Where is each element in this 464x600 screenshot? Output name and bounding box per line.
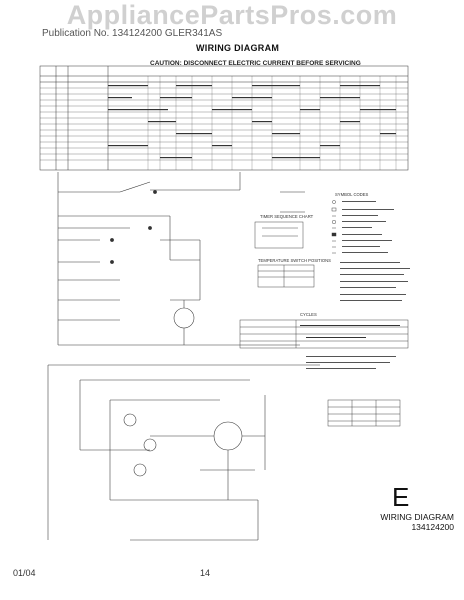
watermark: AppliancePartsPros.com xyxy=(66,0,398,30)
page-number: 14 xyxy=(200,568,211,578)
schematic-wiring xyxy=(47,172,320,541)
water-level-table xyxy=(327,399,401,427)
symbol-legend-title: SYMBOL CODES xyxy=(335,192,369,197)
wiring-diagram-number: 134124200 xyxy=(411,522,454,532)
cycles-label: CYCLES xyxy=(300,312,317,317)
header-model: Publication No. 134124200 GLER341AS xyxy=(42,28,223,39)
pushbutton-switch-box xyxy=(254,221,304,249)
page-title: WIRING DIAGRAM xyxy=(196,43,280,53)
timer-sequence-title: TIMER SEQUENCE CHART xyxy=(260,214,314,219)
caution-banner: CAUTION: DISCONNECT ELECTRIC CURRENT BEF… xyxy=(150,60,361,67)
temperature-switch-table xyxy=(257,264,315,288)
corner-letter: E xyxy=(392,482,410,512)
symbol-legend xyxy=(331,200,337,254)
wiring-diagram-label: WIRING DIAGRAM xyxy=(380,512,454,522)
temperature-switch-title: TEMPERATURE SWITCH POSITIONS xyxy=(258,258,331,263)
footer-date: 01/04 xyxy=(13,568,36,578)
